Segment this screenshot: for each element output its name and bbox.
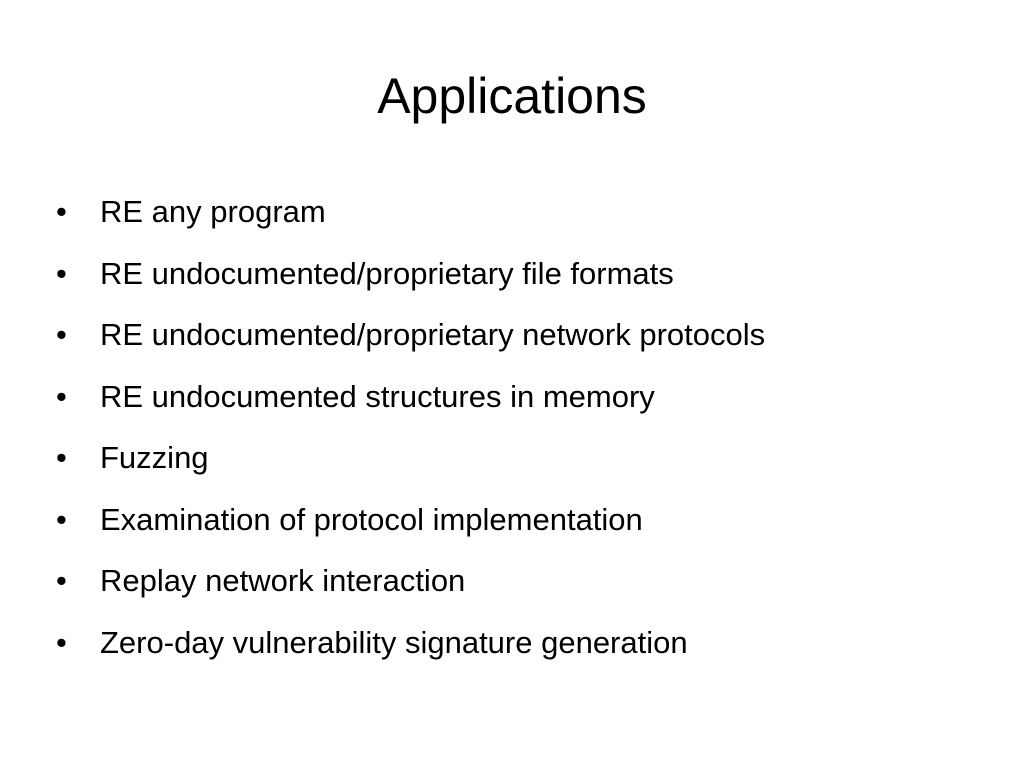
bullet-icon: • (56, 378, 67, 414)
list-item: • RE undocumented/proprietary file forma… (56, 243, 996, 305)
bullet-text: Fuzzing (100, 440, 209, 475)
list-item: • Zero-day vulnerability signature gener… (56, 612, 996, 674)
list-item: • RE undocumented structures in memory (56, 366, 996, 428)
bullet-icon: • (56, 317, 67, 352)
bullet-text: RE undocumented/proprietary network prot… (100, 317, 766, 352)
bullet-icon: • (56, 440, 67, 475)
bullet-text: RE undocumented structures in memory (100, 378, 655, 414)
bullet-icon: • (56, 501, 67, 537)
bullet-text: RE any program (100, 194, 326, 229)
bullet-icon: • (56, 194, 67, 229)
bullet-list: • RE any program • RE undocumented/propr… (56, 181, 996, 673)
bullet-icon: • (56, 255, 67, 291)
list-item: • Fuzzing (56, 427, 996, 489)
bullet-icon: • (56, 563, 67, 598)
bullet-text: Zero-day vulnerability signature generat… (100, 624, 688, 660)
list-item: • RE undocumented/proprietary network pr… (56, 304, 996, 366)
bullet-text: Replay network interaction (100, 563, 466, 598)
slide-title: Applications (377, 68, 647, 124)
list-item: • Examination of protocol implementation (56, 489, 996, 551)
bullet-text: RE undocumented/proprietary file formats (100, 255, 674, 291)
bullet-icon: • (56, 624, 67, 660)
list-item: • Replay network interaction (56, 550, 996, 612)
list-item: • RE any program (56, 181, 996, 243)
bullet-text: Examination of protocol implementation (100, 501, 643, 537)
